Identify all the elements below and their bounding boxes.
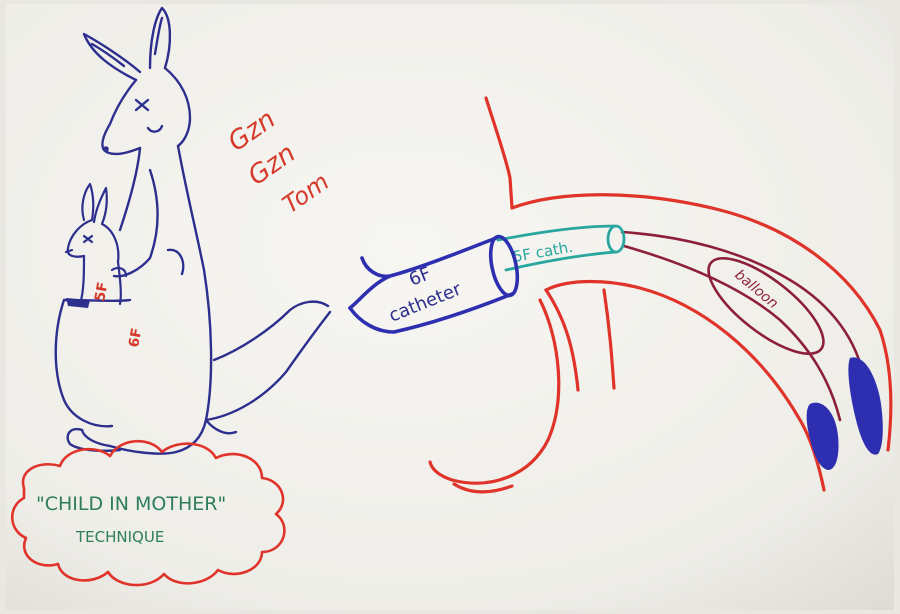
caption-line2: TECHNIQUE xyxy=(75,528,164,546)
label-6f-pouch: 6F xyxy=(126,327,145,349)
caption-line1: "CHILD IN MOTHER" xyxy=(36,493,226,515)
label-5f-joey: 5F xyxy=(92,281,111,303)
paper-sheet xyxy=(6,4,894,610)
